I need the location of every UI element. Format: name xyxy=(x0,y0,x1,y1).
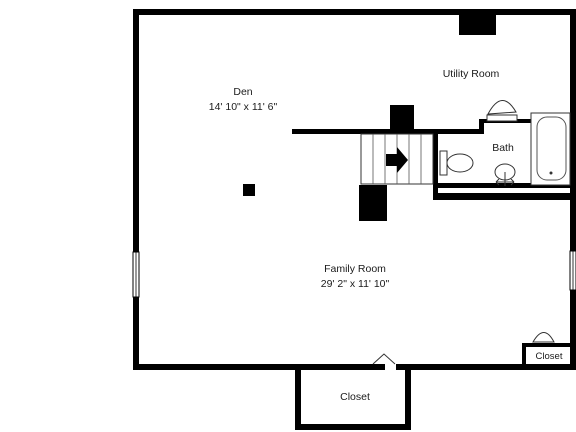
interior-walls xyxy=(243,15,570,221)
room-name: Bath xyxy=(492,142,514,154)
stair-arrow-icon xyxy=(386,147,408,173)
room-label-den: Den 14' 10" x 11' 6" xyxy=(183,85,303,115)
room-name: Den xyxy=(233,86,253,98)
room-name: Closet xyxy=(340,391,370,403)
wall-den-utility xyxy=(292,129,484,134)
wall-right-upper xyxy=(570,9,576,251)
windows xyxy=(132,250,576,298)
room-label-family: Family Room 29' 2" x 11' 10" xyxy=(293,262,417,292)
room-name: Utility Room xyxy=(442,68,500,80)
bathtub-icon xyxy=(530,112,571,186)
water-heater-icon xyxy=(486,100,518,122)
room-dimensions: 14' 10" x 11' 6" xyxy=(208,101,278,113)
support-post xyxy=(243,184,255,196)
wall-right-lower xyxy=(570,290,576,370)
room-label-closet-small: Closet xyxy=(527,349,571,364)
room-dimensions: 29' 2" x 11' 10" xyxy=(320,278,390,290)
room-name: Closet xyxy=(535,351,563,362)
wall-bath-bottom-1 xyxy=(433,183,570,188)
sink-icon xyxy=(494,163,516,186)
wall-utility-step xyxy=(479,119,484,134)
wall-bottom-right xyxy=(396,364,576,370)
wall-top xyxy=(133,9,576,15)
stair-post xyxy=(359,185,387,221)
wall-utility-bath xyxy=(479,119,570,123)
wall-bath-bottom-2 xyxy=(433,193,570,200)
stairs xyxy=(360,133,434,185)
room-label-closet-bottom: Closet xyxy=(322,390,388,405)
wall-left xyxy=(133,9,139,370)
closet-bottom xyxy=(295,370,411,430)
closet-small xyxy=(522,332,570,365)
chimney-center xyxy=(390,105,414,131)
wall-bottom-left xyxy=(133,364,385,370)
room-name: Family Room xyxy=(324,263,386,275)
exterior-walls xyxy=(133,9,576,370)
entry-door-icon xyxy=(372,353,396,365)
wall-bath-left xyxy=(433,129,438,200)
toilet-icon xyxy=(439,150,474,176)
room-label-utility: Utility Room xyxy=(421,67,521,82)
chimney-top xyxy=(459,15,496,35)
room-label-bath: Bath xyxy=(476,141,530,156)
